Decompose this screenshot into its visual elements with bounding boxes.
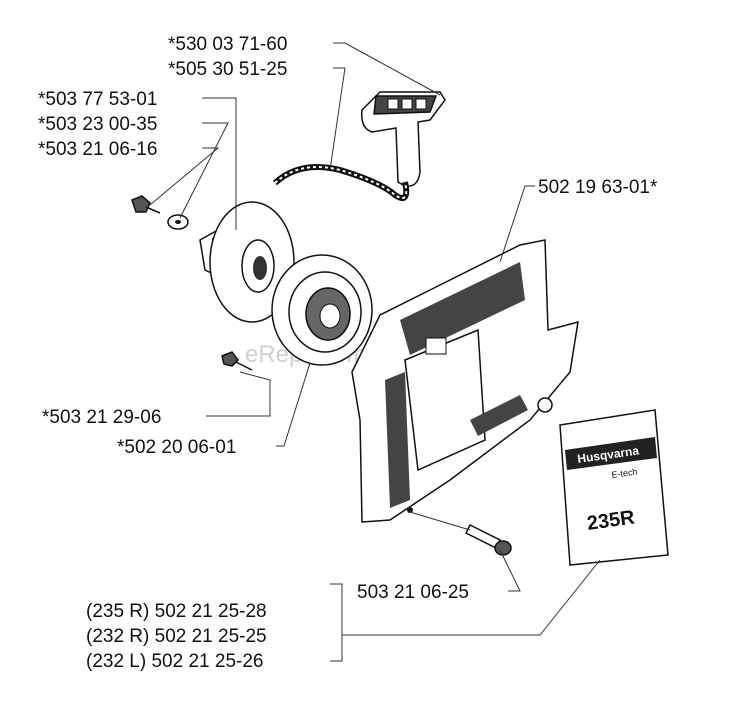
starter-handle-drawing [360, 91, 446, 187]
label-pulley-b: *503 23 00-35 [38, 114, 157, 135]
label-pulley-c: *503 21 06-16 [38, 139, 157, 160]
spring-housing-drawing [271, 254, 373, 366]
label-decal-235r: (235 R) 502 21 25-28 [86, 601, 267, 622]
starter-rope-drawing [272, 164, 410, 201]
decal-drawing: Husqvarna E-tech 235R [559, 409, 669, 566]
label-handle: *530 03 71-60 [168, 34, 287, 55]
decal-sub: E-tech [611, 466, 638, 480]
label-rope: *505 30 51-25 [168, 59, 287, 80]
label-cover-screw: 503 21 06-25 [357, 582, 469, 603]
label-cover: 502 19 63-01* [538, 177, 658, 198]
starter-pulley-drawing [199, 201, 295, 323]
leader-lines [149, 42, 601, 662]
housing-screw-drawing [221, 351, 253, 371]
label-spring-housing: *502 20 06-01 [117, 437, 236, 458]
label-decal-232r: (232 R) 502 21 25-25 [86, 626, 267, 647]
part-labels: *530 03 71-60 *505 30 51-25 *503 77 53-0… [38, 34, 658, 672]
label-pulley-a: *503 77 53-01 [38, 89, 157, 110]
starter-cover-drawing [351, 239, 579, 523]
label-small-screw: *503 21 29-06 [42, 407, 161, 428]
cover-screw-drawing [464, 523, 512, 556]
bolt-washer-drawing [131, 195, 189, 230]
label-decal-232l: (232 L) 502 21 25-26 [86, 651, 263, 672]
